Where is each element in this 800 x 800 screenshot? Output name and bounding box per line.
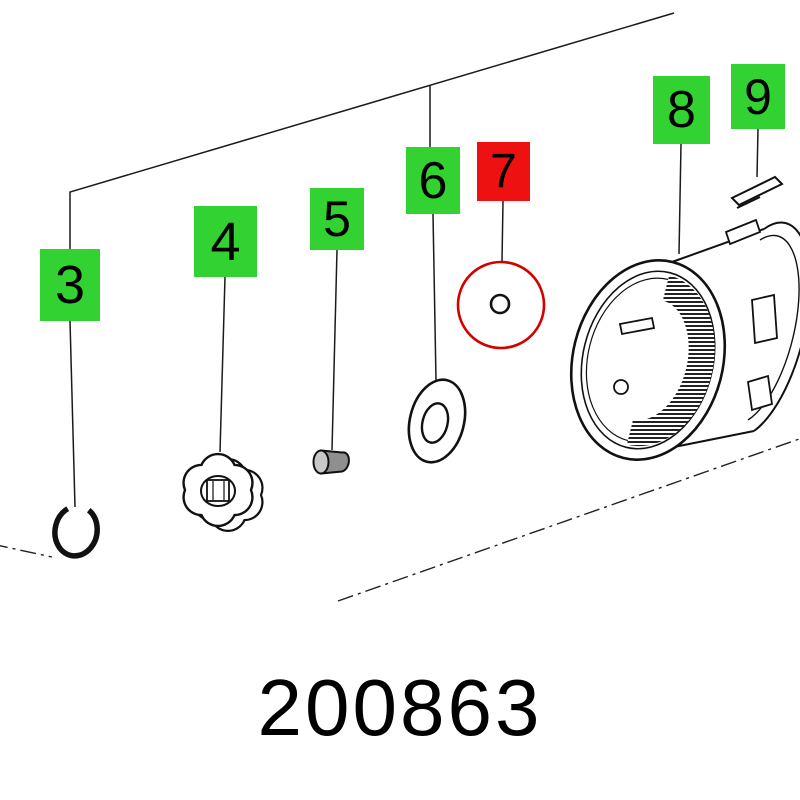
center-axis-line xyxy=(0,437,800,602)
part-label-4[interactable]: 4 xyxy=(194,206,257,277)
part-8-housing-icon xyxy=(569,218,800,461)
part-label-9[interactable]: 9 xyxy=(731,64,785,129)
part-7-ball-icon xyxy=(489,293,511,315)
part-9-spring-clip-icon xyxy=(730,175,784,209)
part-label-3[interactable]: 3 xyxy=(40,249,100,321)
drawing-number: 200863 xyxy=(257,663,543,752)
part-label-7-highlighted[interactable]: 7 xyxy=(477,142,530,201)
part-label-5[interactable]: 5 xyxy=(310,188,364,250)
part-3-retaining-ring-icon xyxy=(52,506,100,559)
highlight-circle xyxy=(456,260,546,350)
leader-lines xyxy=(69,12,759,508)
part-6-washer-icon xyxy=(407,378,467,464)
part-4-star-knob-icon xyxy=(182,452,264,533)
part-label-6[interactable]: 6 xyxy=(406,147,460,214)
part-label-8[interactable]: 8 xyxy=(653,76,710,144)
part-5-sleeve-icon xyxy=(312,449,350,475)
